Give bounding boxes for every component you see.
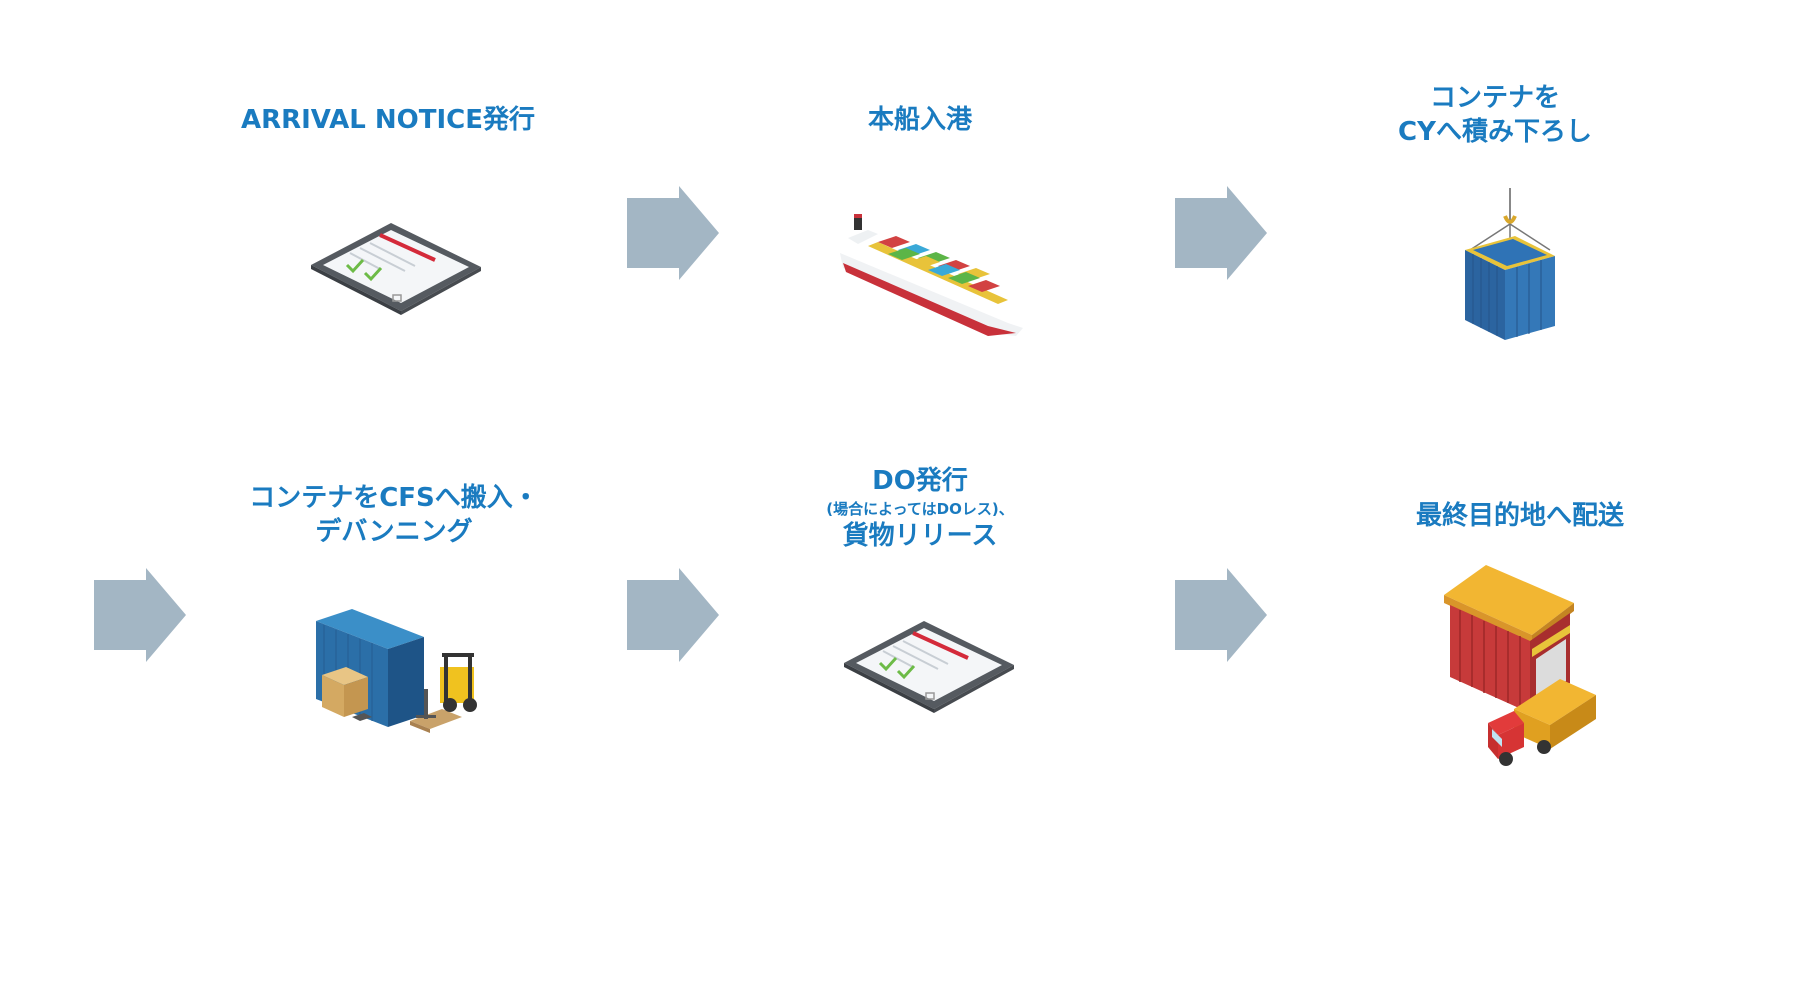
container-ship-icon (840, 214, 1023, 336)
flow-arrow-icon (1175, 186, 1267, 280)
flow-arrow-icon (94, 568, 186, 662)
clipboard-icon (311, 223, 481, 315)
step-label-cfs-devanning: コンテナをCFSへ搬入・ デバンニング (249, 483, 539, 547)
flow-arrow-icon (627, 186, 719, 280)
step-label-arrival-notice: ARRIVAL NOTICE発行 (240, 105, 536, 135)
step-label-final-delivery: 最終目的地へ配送 (1415, 501, 1624, 531)
step-label-do-issue: DO発行 (場合によってはDOレス)、 貨物リリース (826, 466, 1014, 551)
step-label-cy-discharge: コンテナを CYへ積み下ろし (1398, 83, 1592, 147)
flow-arrow-icon (1175, 568, 1267, 662)
warehouse-truck-icon (1444, 565, 1596, 766)
flow-arrow-icon (627, 568, 719, 662)
container-forklift-icon (316, 609, 477, 733)
clipboard-icon (844, 621, 1014, 713)
hoisted-container-icon (1465, 188, 1555, 340)
step-label-vessel-arrival: 本船入港 (867, 105, 972, 135)
